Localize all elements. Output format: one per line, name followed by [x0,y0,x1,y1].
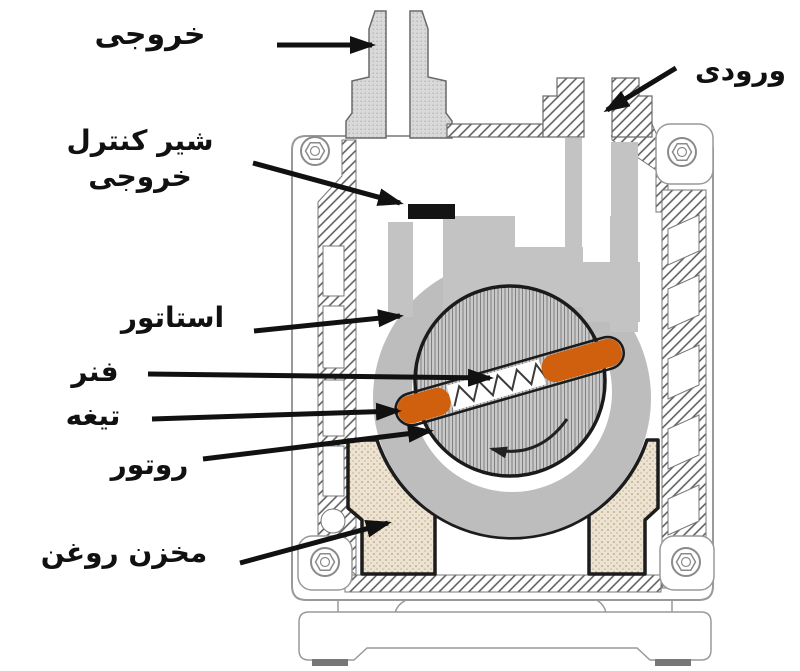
exhaust-port [345,10,453,139]
left-wall [317,139,357,589]
label-outlet-control-valve-line1: شیر کنترل [66,124,214,157]
arrow-rotor [202,424,434,462]
label-oil-reservoir: مخزن روغن [40,536,208,569]
bolts [300,136,701,577]
arrow-oil-reservoir [239,520,392,566]
arrow-vane [151,402,402,422]
outlet-control-valve [408,204,455,219]
oil-left [346,438,437,576]
label-spring: فنر [71,355,119,388]
right-wall [611,123,707,589]
oil-right [587,438,660,576]
bolt-top-left [300,136,330,166]
inlet-port [446,77,653,138]
pump-base [298,594,712,666]
vane-right [541,338,622,383]
label-outlet: خروجی [94,17,206,52]
spring [453,361,547,407]
base-slab [298,611,712,661]
label-arrows [147,36,678,566]
inlet-duct-wall [565,138,582,265]
oil-reservoir [346,438,660,576]
label-rotor: روتور [110,448,189,481]
stator-bottom-outline [434,513,590,540]
arrow-spring [147,368,494,387]
bolt-bottom-left [310,547,340,577]
arrow-inlet [603,65,678,113]
base-foot-right [655,659,691,666]
label-inlet: ورودی [695,54,786,87]
inlet-channel [584,74,611,216]
bolt-top-right [667,137,697,167]
exhaust-duct [388,222,413,317]
label-outlet-control-valve-line2: خروجی [88,160,192,193]
vane-left [397,387,451,424]
arrow-outlet-control-valve [252,160,404,206]
arrow-stator [253,309,404,334]
bolt-bottom-right [671,547,701,577]
rotation-arrow [489,418,569,459]
label-stator: استاتور [120,301,225,334]
label-vane: تیغه [65,399,121,432]
base-foot-left [312,659,348,666]
